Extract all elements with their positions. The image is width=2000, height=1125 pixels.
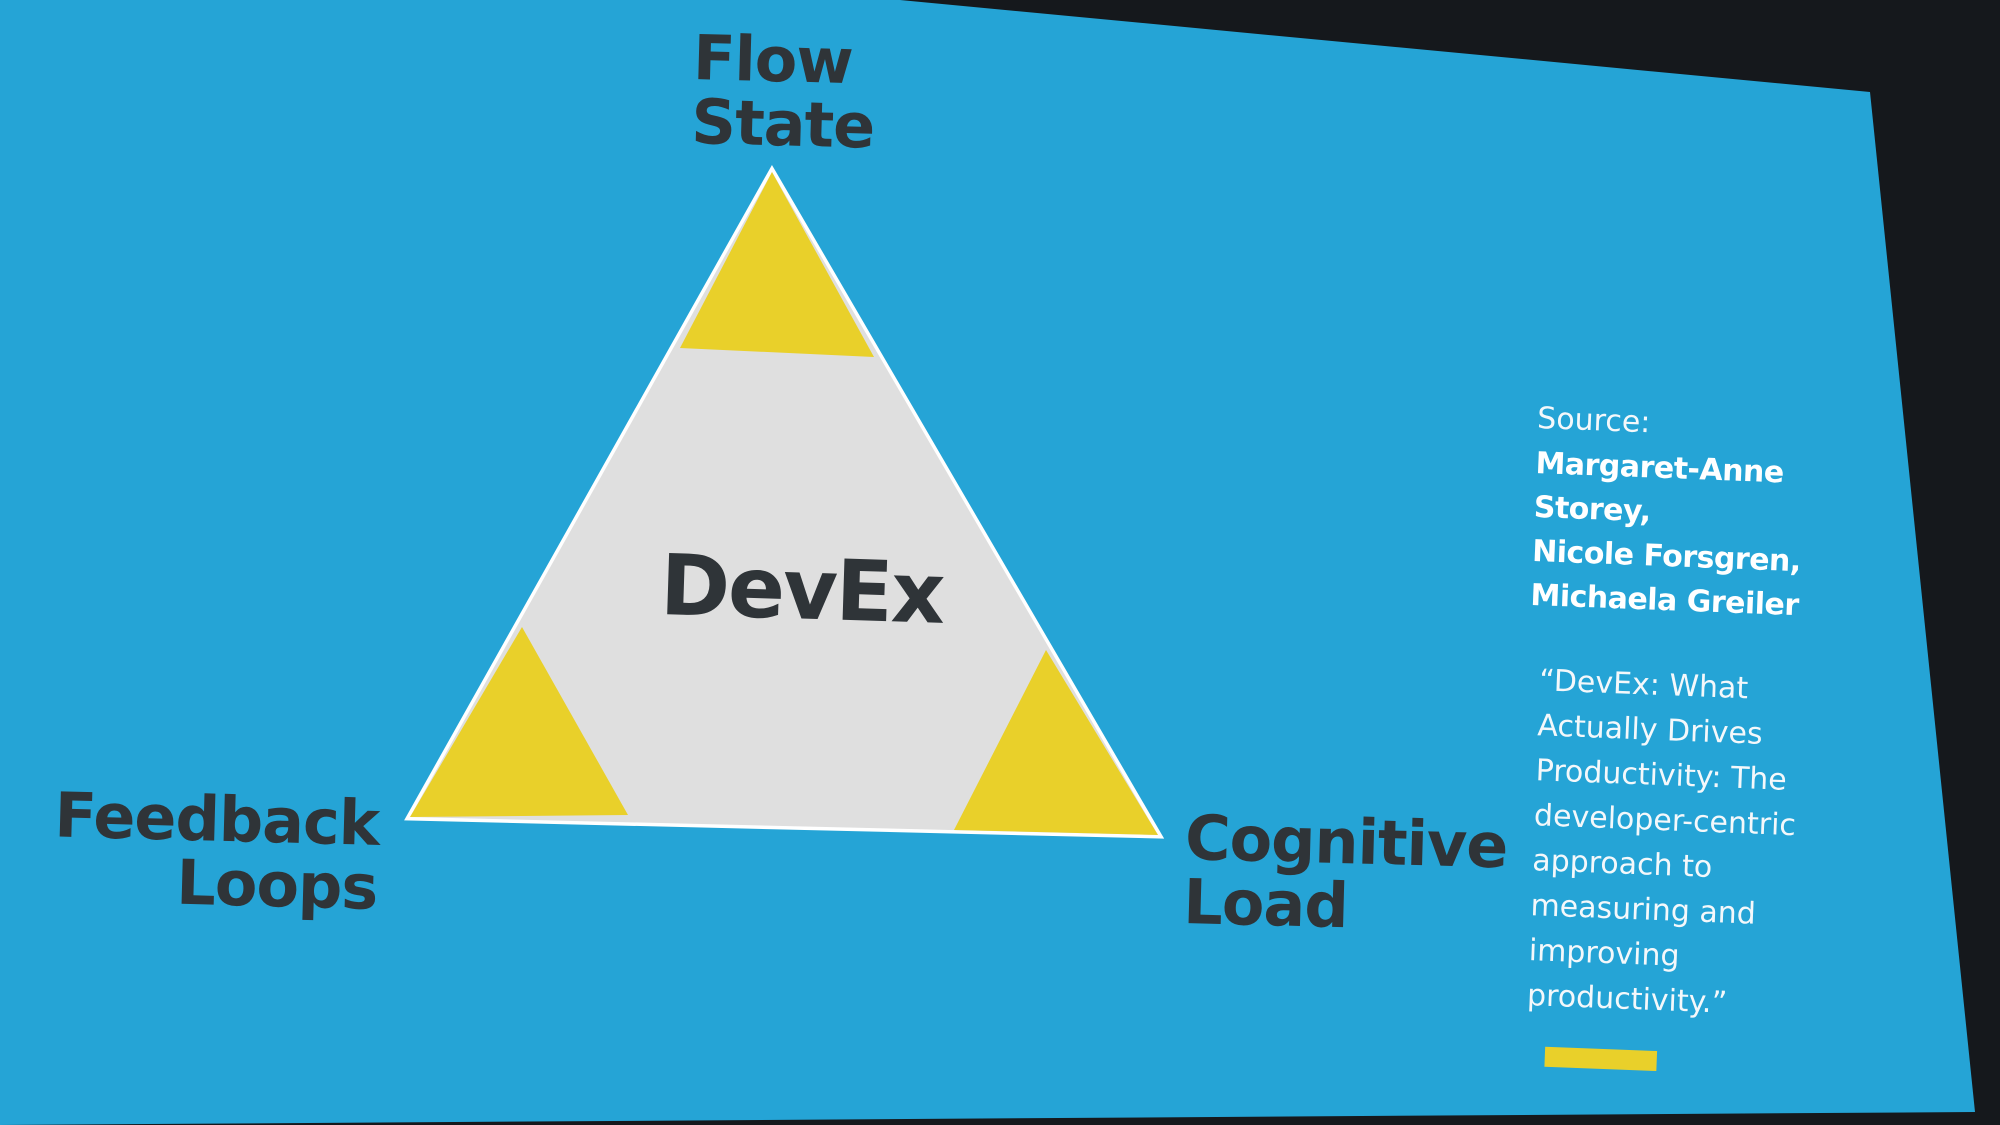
bottom-left-vertex-line-2: Loops [175,845,379,924]
bottom-right-yellow-corner [954,650,1158,835]
devex-center-label: DevEx [658,536,945,643]
triangle-body [410,172,1158,835]
bottom-left-vertex-label: Feedback Loops [0,778,381,924]
bottom-left-yellow-corner [410,627,628,817]
source-panel: Source: Margaret-Anne Storey, Nicole For… [1512,400,1897,1079]
source-authors: Margaret-Anne Storey, Nicole Forsgren, M… [1530,442,1896,632]
bottom-right-vertex-label: Cognitive Load [1183,801,1509,942]
top-vertex-label: Flow State [690,21,877,163]
top-vertex-line-2: State [690,84,876,163]
author-name: Margaret-Anne Storey, [1533,445,1785,530]
top-vertex-line-1: Flow [692,21,854,99]
quote-accent-bar [1544,1046,1658,1072]
source-quote: “DevEx: What Actually Drives Productivit… [1526,663,1797,1021]
bottom-left-vertex-line-1: Feedback [53,778,381,860]
top-yellow-corner [680,172,874,357]
